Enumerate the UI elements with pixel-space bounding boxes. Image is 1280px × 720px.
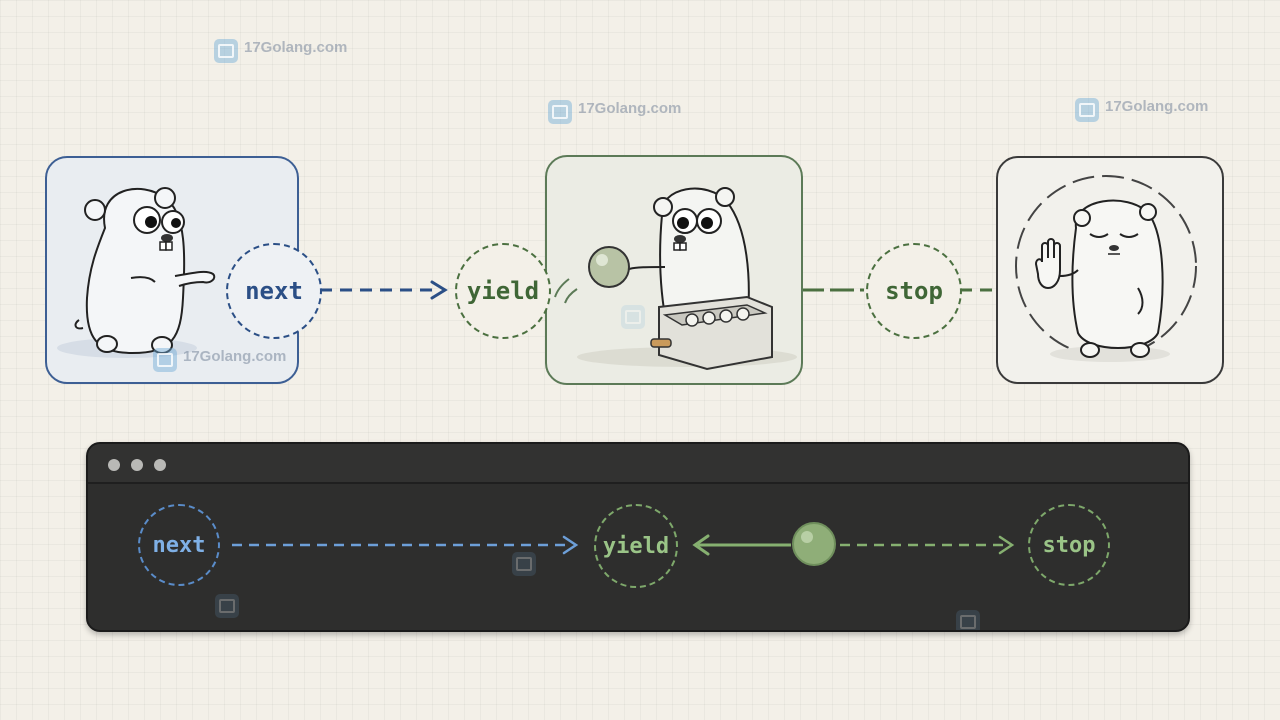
terminal-window: next yield stop <box>86 442 1190 632</box>
watermark-text: 17Golang.com <box>578 99 682 117</box>
watermark-logo <box>956 610 980 630</box>
terminal-next-label: next <box>152 532 206 558</box>
gopher-ball-machine-icon <box>554 187 797 371</box>
window-dot-icon <box>108 459 120 471</box>
panel-stop <box>996 156 1224 384</box>
terminal-title-bar <box>88 444 1188 484</box>
watermark-icon <box>215 594 239 618</box>
stop-step-bubble: stop <box>866 243 962 339</box>
watermark-logo: 17Golang.com <box>214 39 347 63</box>
watermark-logo <box>215 594 239 618</box>
watermark-text: 17Golang.com <box>1105 97 1209 115</box>
watermark-text: 17Golang.com <box>183 347 287 365</box>
watermark-icon <box>1075 98 1099 122</box>
next-label: next <box>245 277 303 305</box>
arrowhead-next-to-yield <box>430 280 448 300</box>
ball-icon <box>792 522 836 566</box>
watermark-logo <box>512 552 536 576</box>
panel-yield <box>545 155 803 385</box>
terminal-arrowhead-next-to-yield <box>562 535 579 555</box>
terminal-yield-bubble: yield <box>594 504 678 588</box>
terminal-arrowhead-ball-to-yield <box>692 534 710 556</box>
gopher-stop-hand-icon <box>1015 175 1197 362</box>
watermark-text: 17Golang.com <box>244 38 348 56</box>
ball-icon <box>588 246 630 288</box>
watermark-icon <box>153 348 177 372</box>
watermark-icon <box>214 39 238 63</box>
terminal-next-bubble: next <box>138 504 220 586</box>
yield-label: yield <box>466 277 540 305</box>
watermark-icon <box>956 610 980 630</box>
watermark-logo: 17Golang.com <box>1075 98 1208 122</box>
terminal-flow-arrows <box>232 522 1015 566</box>
stop-label: stop <box>885 277 943 305</box>
watermark-icon <box>512 552 536 576</box>
watermark-logo: 17Golang.com <box>548 100 681 124</box>
watermark-icon <box>548 100 572 124</box>
terminal-yield-label: yield <box>602 533 670 559</box>
window-dot-icon <box>154 459 166 471</box>
watermark-logo <box>621 305 645 329</box>
terminal-arrowhead-ball-to-stop <box>998 535 1015 555</box>
terminal-stop-label: stop <box>1042 532 1096 558</box>
window-dot-icon <box>131 459 143 471</box>
watermark-logo: 17Golang.com <box>153 348 286 372</box>
gopher-pointing-icon <box>57 187 216 358</box>
watermark-icon <box>621 305 645 329</box>
next-step-bubble: next <box>226 243 322 339</box>
yield-step-bubble: yield <box>455 243 551 339</box>
terminal-stop-bubble: stop <box>1028 504 1110 586</box>
